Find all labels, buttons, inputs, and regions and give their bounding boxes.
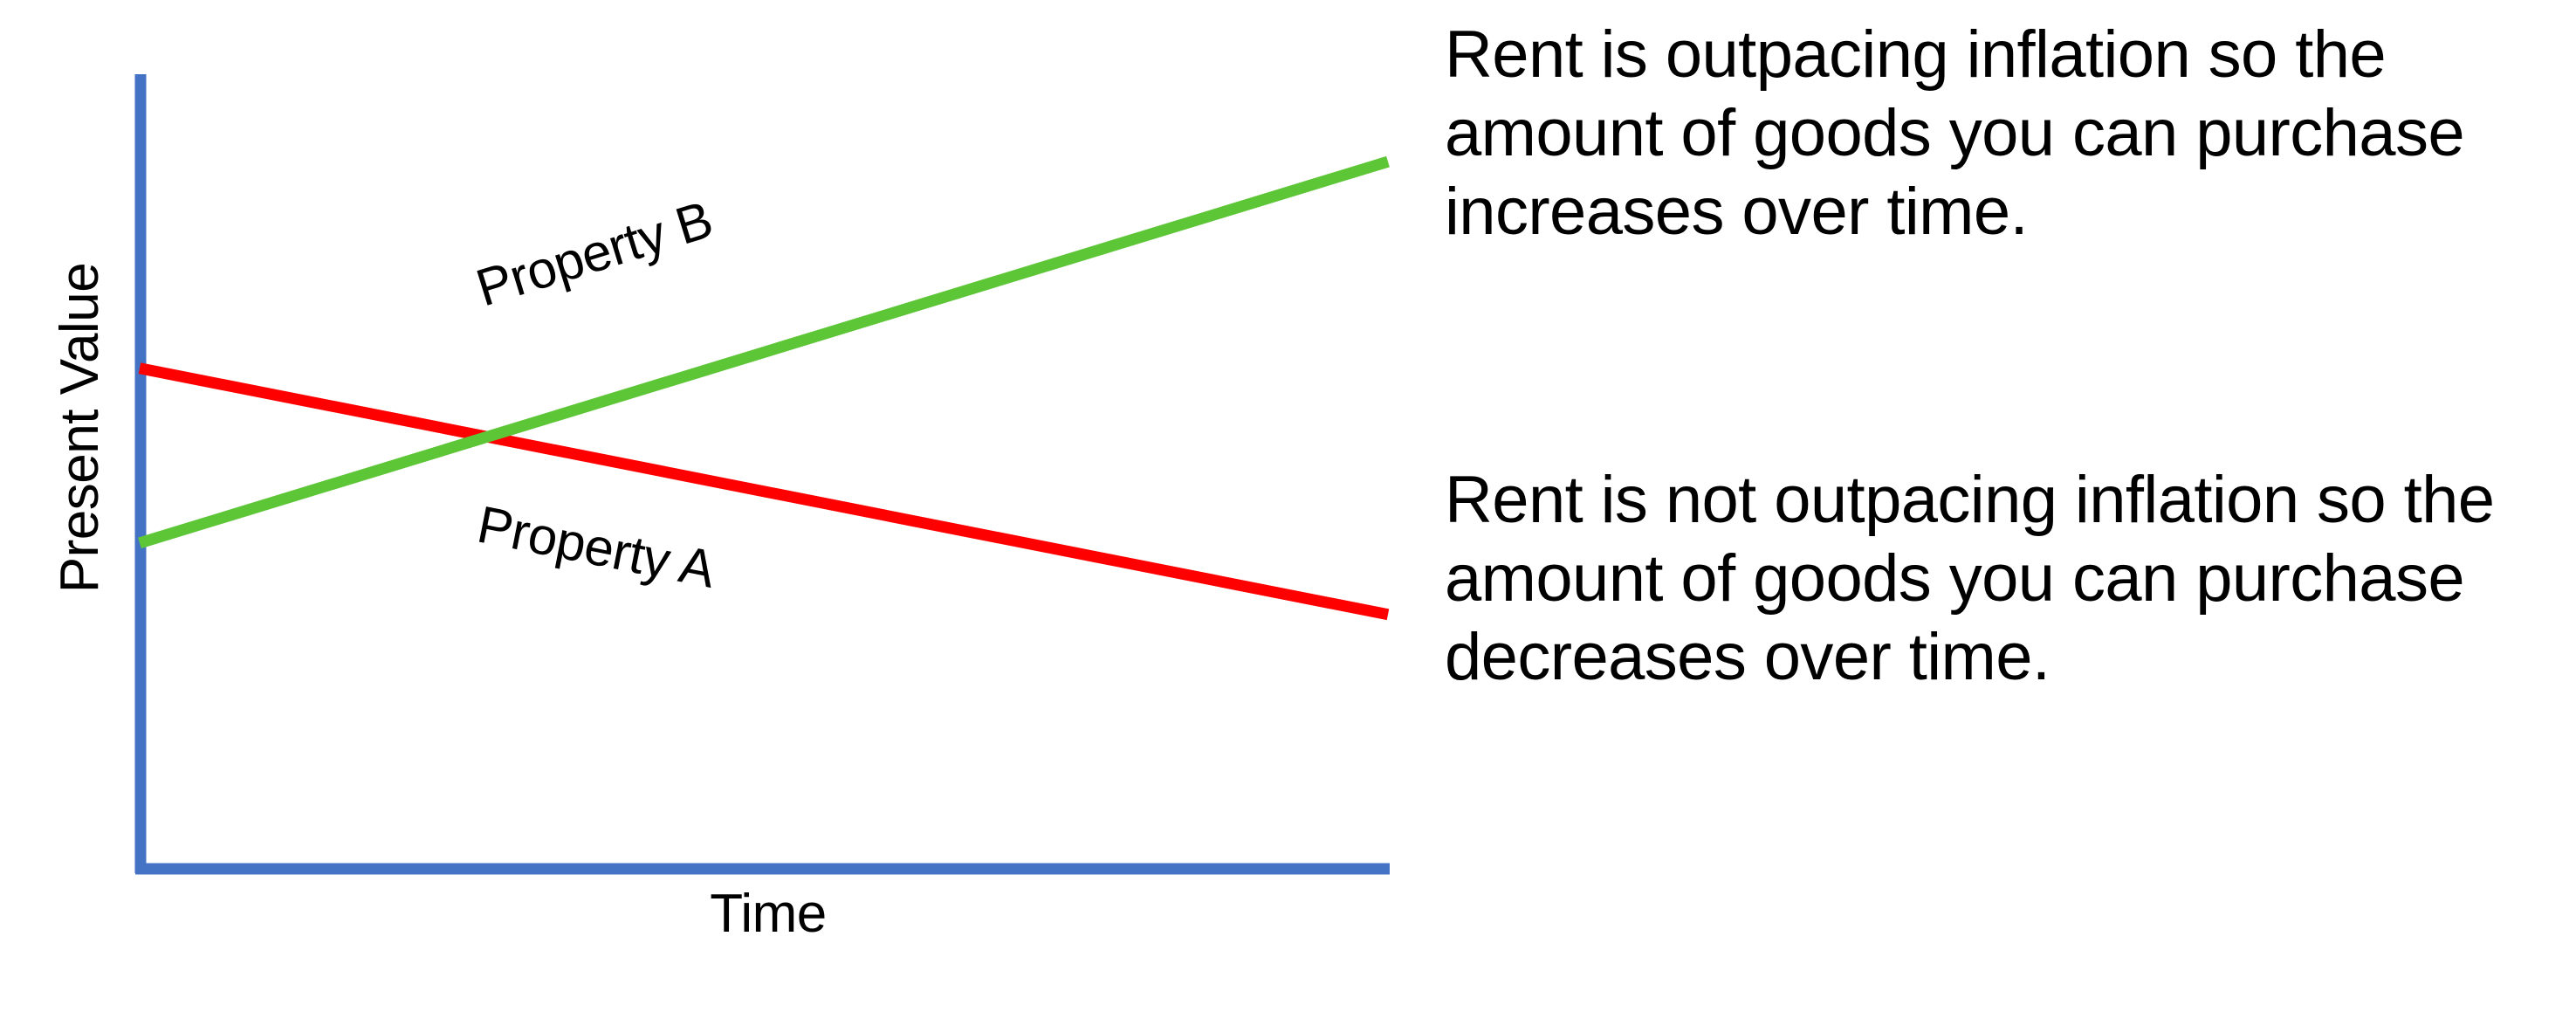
chart-plot-area <box>134 74 1390 875</box>
annotation-panel: Rent is outpacing inflation so the amoun… <box>1445 0 2576 1012</box>
y-axis-title: Present Value <box>50 262 110 594</box>
annotation-rent-not-outpacing-inflation: Rent is not outpacing inflation so the a… <box>1445 463 2495 694</box>
property-b-line <box>138 155 1390 549</box>
x-axis-title: Time <box>710 884 827 944</box>
present-value-chart: Present Value Time Property B Property A <box>50 74 1390 944</box>
property-a-line <box>138 362 1390 621</box>
annotation-rent-outpacing-inflation: Rent is outpacing inflation so the amoun… <box>1445 17 2465 249</box>
